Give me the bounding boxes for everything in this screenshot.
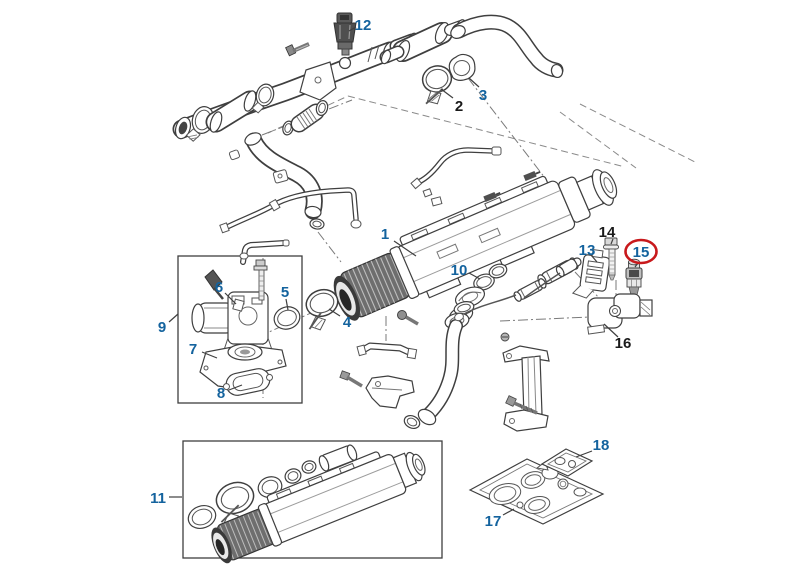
hose-clamp-b	[251, 83, 275, 114]
callout-5[interactable]: 5	[281, 284, 289, 301]
part-8-gasket	[222, 368, 274, 396]
cooler-kit-group-box	[182, 440, 443, 559]
curved-hose	[450, 14, 564, 79]
part-17-gasket-kit	[468, 458, 605, 525]
small-tube	[356, 342, 418, 360]
part-9-egr-valve-assembly	[191, 239, 290, 351]
leader-lines	[168, 26, 639, 516]
callout-15[interactable]: 15	[633, 244, 650, 261]
mid-bolt	[397, 310, 419, 326]
bellows-hose	[290, 103, 325, 133]
part-13-bracket	[571, 248, 611, 299]
pipe-clip	[228, 149, 289, 184]
callout-11[interactable]: 11	[150, 490, 166, 507]
assembly-plane-lines	[267, 95, 696, 169]
callout-10[interactable]: 10	[451, 262, 468, 279]
callout-2[interactable]: 2	[455, 98, 463, 115]
o-ring-b	[315, 100, 329, 116]
part-4-v-band-clamp	[305, 288, 339, 331]
u-bracket-bolt	[505, 395, 538, 415]
hose-line	[454, 294, 517, 322]
elbow-pipe	[244, 132, 325, 230]
bracket-bolt	[339, 370, 363, 388]
part-16-bracket	[587, 293, 653, 335]
callout-12[interactable]: 12	[355, 17, 372, 34]
callout-7[interactable]: 7	[189, 341, 197, 358]
valve-vertical-bolt	[253, 259, 268, 301]
callout-3[interactable]: 3	[479, 87, 487, 104]
highlight-ring-15	[624, 238, 658, 265]
coolant-pipe-upper	[410, 146, 502, 207]
part-2-v-band-clamp	[421, 65, 453, 105]
harness-connector	[523, 258, 578, 299]
u-bracket	[502, 345, 550, 432]
callout-18[interactable]: 18	[593, 437, 610, 454]
callout-1[interactable]: 1	[381, 226, 389, 243]
u-bracket-screw	[500, 332, 510, 342]
vacuum-hose-b	[513, 278, 547, 302]
part-12-temperature-sensor	[333, 12, 357, 56]
callout-14[interactable]: 14	[599, 224, 616, 241]
coolant-pipe-mid	[219, 187, 362, 234]
upper-mount-bolt	[285, 42, 310, 57]
support-bracket	[365, 375, 415, 409]
part-14-bolt	[603, 237, 619, 281]
callout-17[interactable]: 17	[485, 513, 502, 530]
callout-8[interactable]: 8	[217, 385, 225, 402]
callout-9[interactable]: 9	[158, 319, 166, 336]
callout-6[interactable]: 6	[215, 279, 223, 296]
part-5-gasket-ring	[273, 306, 301, 330]
part-3-gasket	[448, 53, 476, 81]
part-11-cooler-kit	[187, 444, 426, 564]
lower-egr-pipe	[403, 301, 475, 430]
short-hose	[205, 90, 261, 133]
callouts: 1 2 3 4 5 6 7 8 9 10 11 12 13 14 15 16 1…	[150, 17, 649, 530]
part-6-solenoid-clip	[232, 298, 245, 312]
callout-13[interactable]: 13	[579, 242, 596, 259]
callout-4[interactable]: 4	[343, 314, 352, 331]
cooler-top-bolts	[483, 170, 541, 203]
part-10-seal-rings	[473, 263, 508, 291]
callout-16[interactable]: 16	[615, 335, 632, 352]
part-1-egr-cooler	[333, 169, 618, 321]
